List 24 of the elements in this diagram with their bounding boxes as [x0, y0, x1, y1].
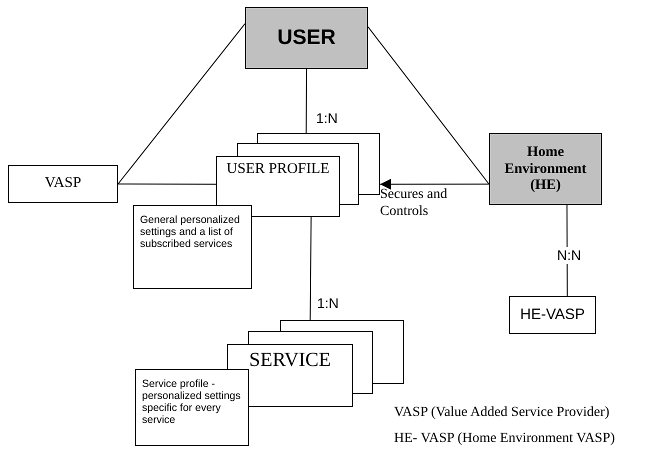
connector-line: [310, 216, 312, 320]
card-stack: [216, 133, 380, 217]
connector-line: [118, 184, 216, 185]
entity-box: [489, 133, 602, 205]
abbreviation-note: VASP (Value Added Service Provider): [394, 405, 610, 421]
note-box: [135, 369, 249, 446]
box-label: Service profile - personalized settings specific for every service: [142, 378, 242, 426]
title-box: [245, 7, 368, 69]
box-label: HE-VASP: [520, 306, 585, 324]
connector-line: [368, 26, 490, 185]
arrow: [380, 178, 490, 190]
box-label: Home Environment (HE): [504, 144, 588, 194]
box-label: USER PROFILE: [226, 161, 330, 178]
box-label: VASP: [44, 175, 82, 193]
connector-line: [306, 68, 307, 134]
box-label: General personalized settings and a list of subscribed services: [140, 214, 240, 250]
entity-box: [509, 296, 596, 334]
box-label: USER: [277, 26, 336, 50]
note-box: [133, 205, 252, 289]
edge-label: Secures and Controls: [380, 187, 448, 221]
entity-box: [8, 165, 118, 203]
connector-line: [118, 23, 246, 184]
box-label: SERVICE: [249, 349, 331, 372]
abbreviation-note: HE- VASP (Home Environment VASP): [394, 431, 615, 447]
